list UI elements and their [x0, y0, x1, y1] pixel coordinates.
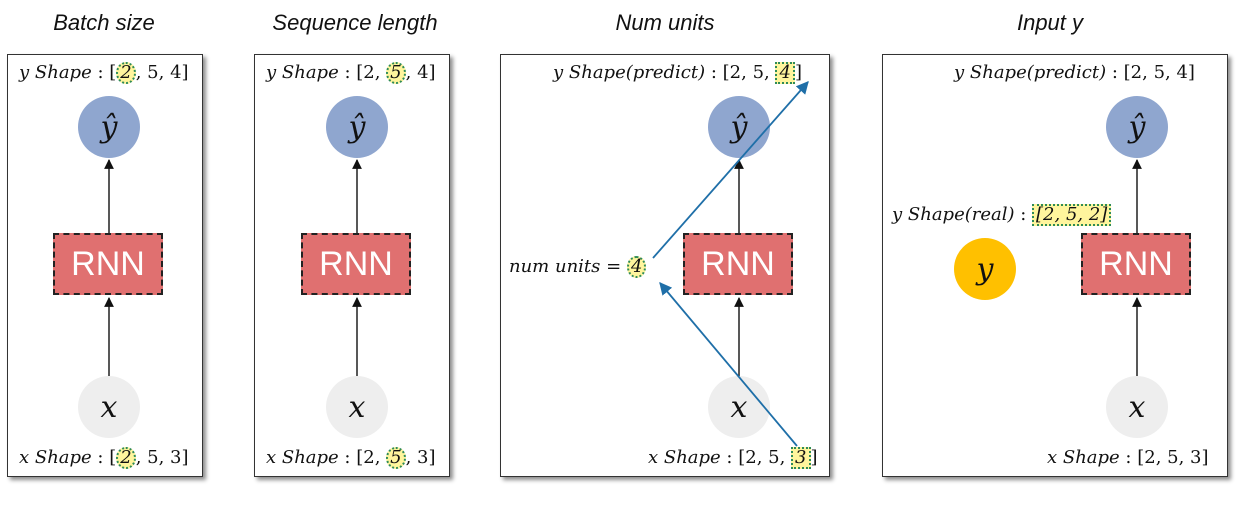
x-node: x	[326, 376, 388, 438]
highlight-input-dim: 3	[791, 447, 811, 469]
highlight-batch: 2	[116, 62, 136, 84]
y-shape-label: y Shape : [2, 5, 4]	[266, 62, 436, 84]
x-shape-label: x Shape : [2, 5, 3]	[648, 447, 818, 469]
y-hat-node: ŷ	[78, 96, 140, 158]
x-node: x	[78, 376, 140, 438]
highlight-batch: 2	[116, 447, 136, 469]
rnn-block: RNN	[301, 233, 411, 295]
y-hat-node: ŷ	[708, 96, 770, 158]
title-sequence-length: Sequence length	[272, 10, 438, 35]
x-node: x	[708, 376, 770, 438]
x-node: x	[1106, 376, 1168, 438]
y-hat-node: ŷ	[1106, 96, 1168, 158]
highlight-real-shape: [2, 5, 2]	[1032, 204, 1112, 226]
y-shape-predict-label: y Shape(predict) : [2, 5, 4]	[553, 62, 802, 84]
highlight-units: 4	[626, 256, 647, 278]
rnn-block: RNN	[1081, 233, 1191, 295]
y-hat-node: ŷ	[326, 96, 388, 158]
blue-arrow-to-output-dim	[652, 81, 809, 259]
title-batch-size: Batch size	[53, 10, 155, 35]
highlight-seq: 5	[386, 62, 406, 84]
title-num-units: Num units	[615, 10, 715, 35]
rnn-block: RNN	[53, 233, 163, 295]
x-shape-label: x Shape : [2, 5, 3]	[1047, 447, 1209, 468]
num-units-label: num units = 4	[509, 256, 647, 278]
title-input-y: Input y	[1016, 10, 1084, 35]
y-real-node: y	[954, 238, 1016, 300]
highlight-units-out: 4	[775, 62, 795, 84]
rnn-block: RNN	[683, 233, 793, 295]
highlight-seq: 5	[386, 447, 406, 469]
y-shape-predict-label: y Shape(predict) : [2, 5, 4]	[954, 62, 1195, 83]
x-shape-label: x Shape : [2, 5, 3]	[19, 447, 189, 469]
y-shape-real-label: y Shape(real) : [2, 5, 2]	[892, 204, 1112, 226]
x-shape-label: x Shape : [2, 5, 3]	[266, 447, 436, 469]
y-shape-label: y Shape : [2, 5, 4]	[19, 62, 189, 84]
blue-arrow-from-input-dim	[659, 282, 798, 447]
